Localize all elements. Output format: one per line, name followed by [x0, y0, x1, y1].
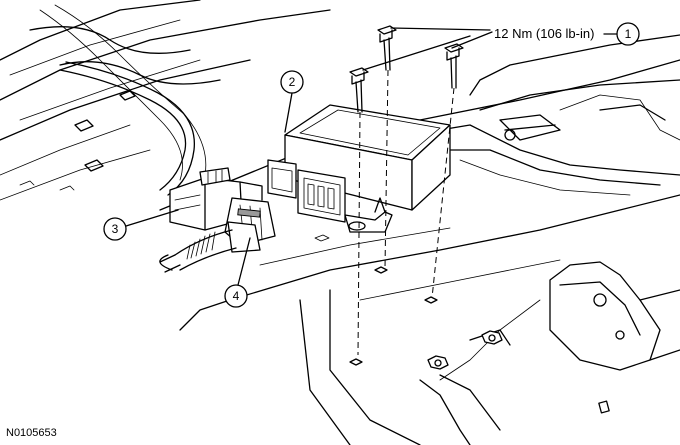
callout-3: 3	[103, 217, 127, 241]
svg-text:2: 2	[289, 75, 296, 89]
leader-lines	[125, 27, 618, 286]
callout-1: 1	[616, 22, 640, 46]
callout-4: 4	[224, 284, 248, 308]
stud-center	[374, 266, 388, 274]
electrical-connector-b	[174, 197, 276, 271]
floor-nut-2	[427, 355, 449, 370]
restraint-module	[267, 104, 451, 233]
wiring-harness	[59, 61, 195, 273]
figure-id-label: N0105653	[6, 427, 57, 439]
stud-left	[349, 358, 363, 366]
svg-text:1: 1	[625, 27, 632, 41]
stud-right	[424, 296, 438, 304]
torque-spec-label: 12 Nm (106 lb-in)	[494, 26, 594, 41]
svg-text:3: 3	[112, 222, 119, 236]
svg-text:4: 4	[233, 289, 240, 303]
callout-2: 2	[280, 70, 304, 94]
bolt-right	[431, 43, 464, 299]
electrical-connector-a	[169, 167, 263, 231]
floor-nut-1	[481, 330, 503, 345]
